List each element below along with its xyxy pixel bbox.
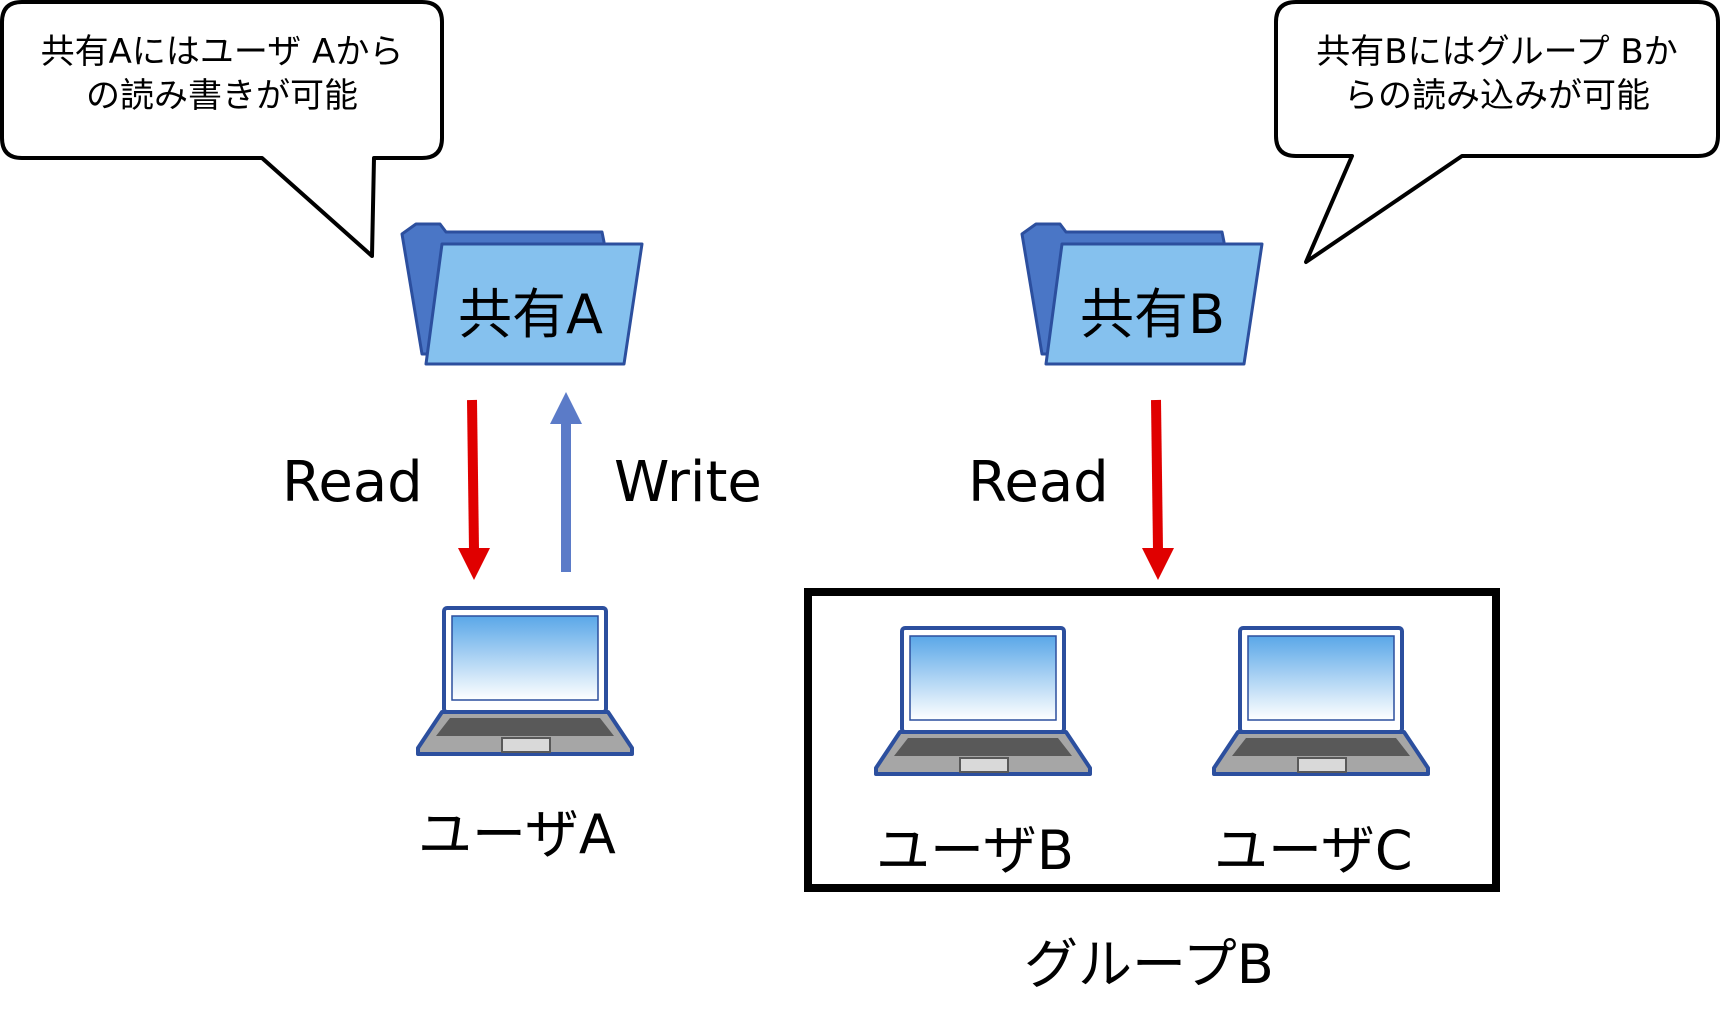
write-arrow-a bbox=[550, 392, 582, 572]
bubble-left-line1: 共有Aにはユーザ Aから bbox=[40, 32, 404, 72]
read-arrow-a bbox=[458, 399, 490, 580]
bubble-left-line2: の読み書きが可能 bbox=[86, 76, 358, 116]
speech-bubble-right bbox=[1274, 0, 1720, 264]
bubble-right-line2: らの読み込みが可能 bbox=[1344, 76, 1650, 116]
user-c-label: ユーザC bbox=[1214, 819, 1413, 882]
folder-a-label: 共有A bbox=[458, 283, 603, 346]
read-b-label: Read bbox=[968, 450, 1109, 515]
bubble-left-text: 共有Aにはユーザ Aから の読み書きが可能 bbox=[20, 30, 424, 118]
user-b-label: ユーザB bbox=[876, 819, 1074, 882]
group-b-label: グループB bbox=[1024, 933, 1274, 996]
laptop-user-b-icon bbox=[874, 626, 1092, 776]
laptop-user-a-icon bbox=[416, 606, 634, 756]
speech-bubble-left bbox=[0, 0, 444, 258]
write-a-label: Write bbox=[614, 450, 762, 515]
bubble-right-line1: 共有Bにはグループ Bか bbox=[1316, 32, 1678, 72]
read-a-label: Read bbox=[282, 450, 423, 515]
bubble-right-text: 共有Bにはグループ Bか らの読み込みが可能 bbox=[1292, 30, 1702, 118]
read-arrow-b bbox=[1142, 399, 1174, 580]
user-a-label: ユーザA bbox=[418, 803, 616, 866]
folder-b-label: 共有B bbox=[1080, 283, 1226, 346]
group-b-box bbox=[804, 588, 1500, 892]
laptop-user-c-icon bbox=[1212, 626, 1430, 776]
